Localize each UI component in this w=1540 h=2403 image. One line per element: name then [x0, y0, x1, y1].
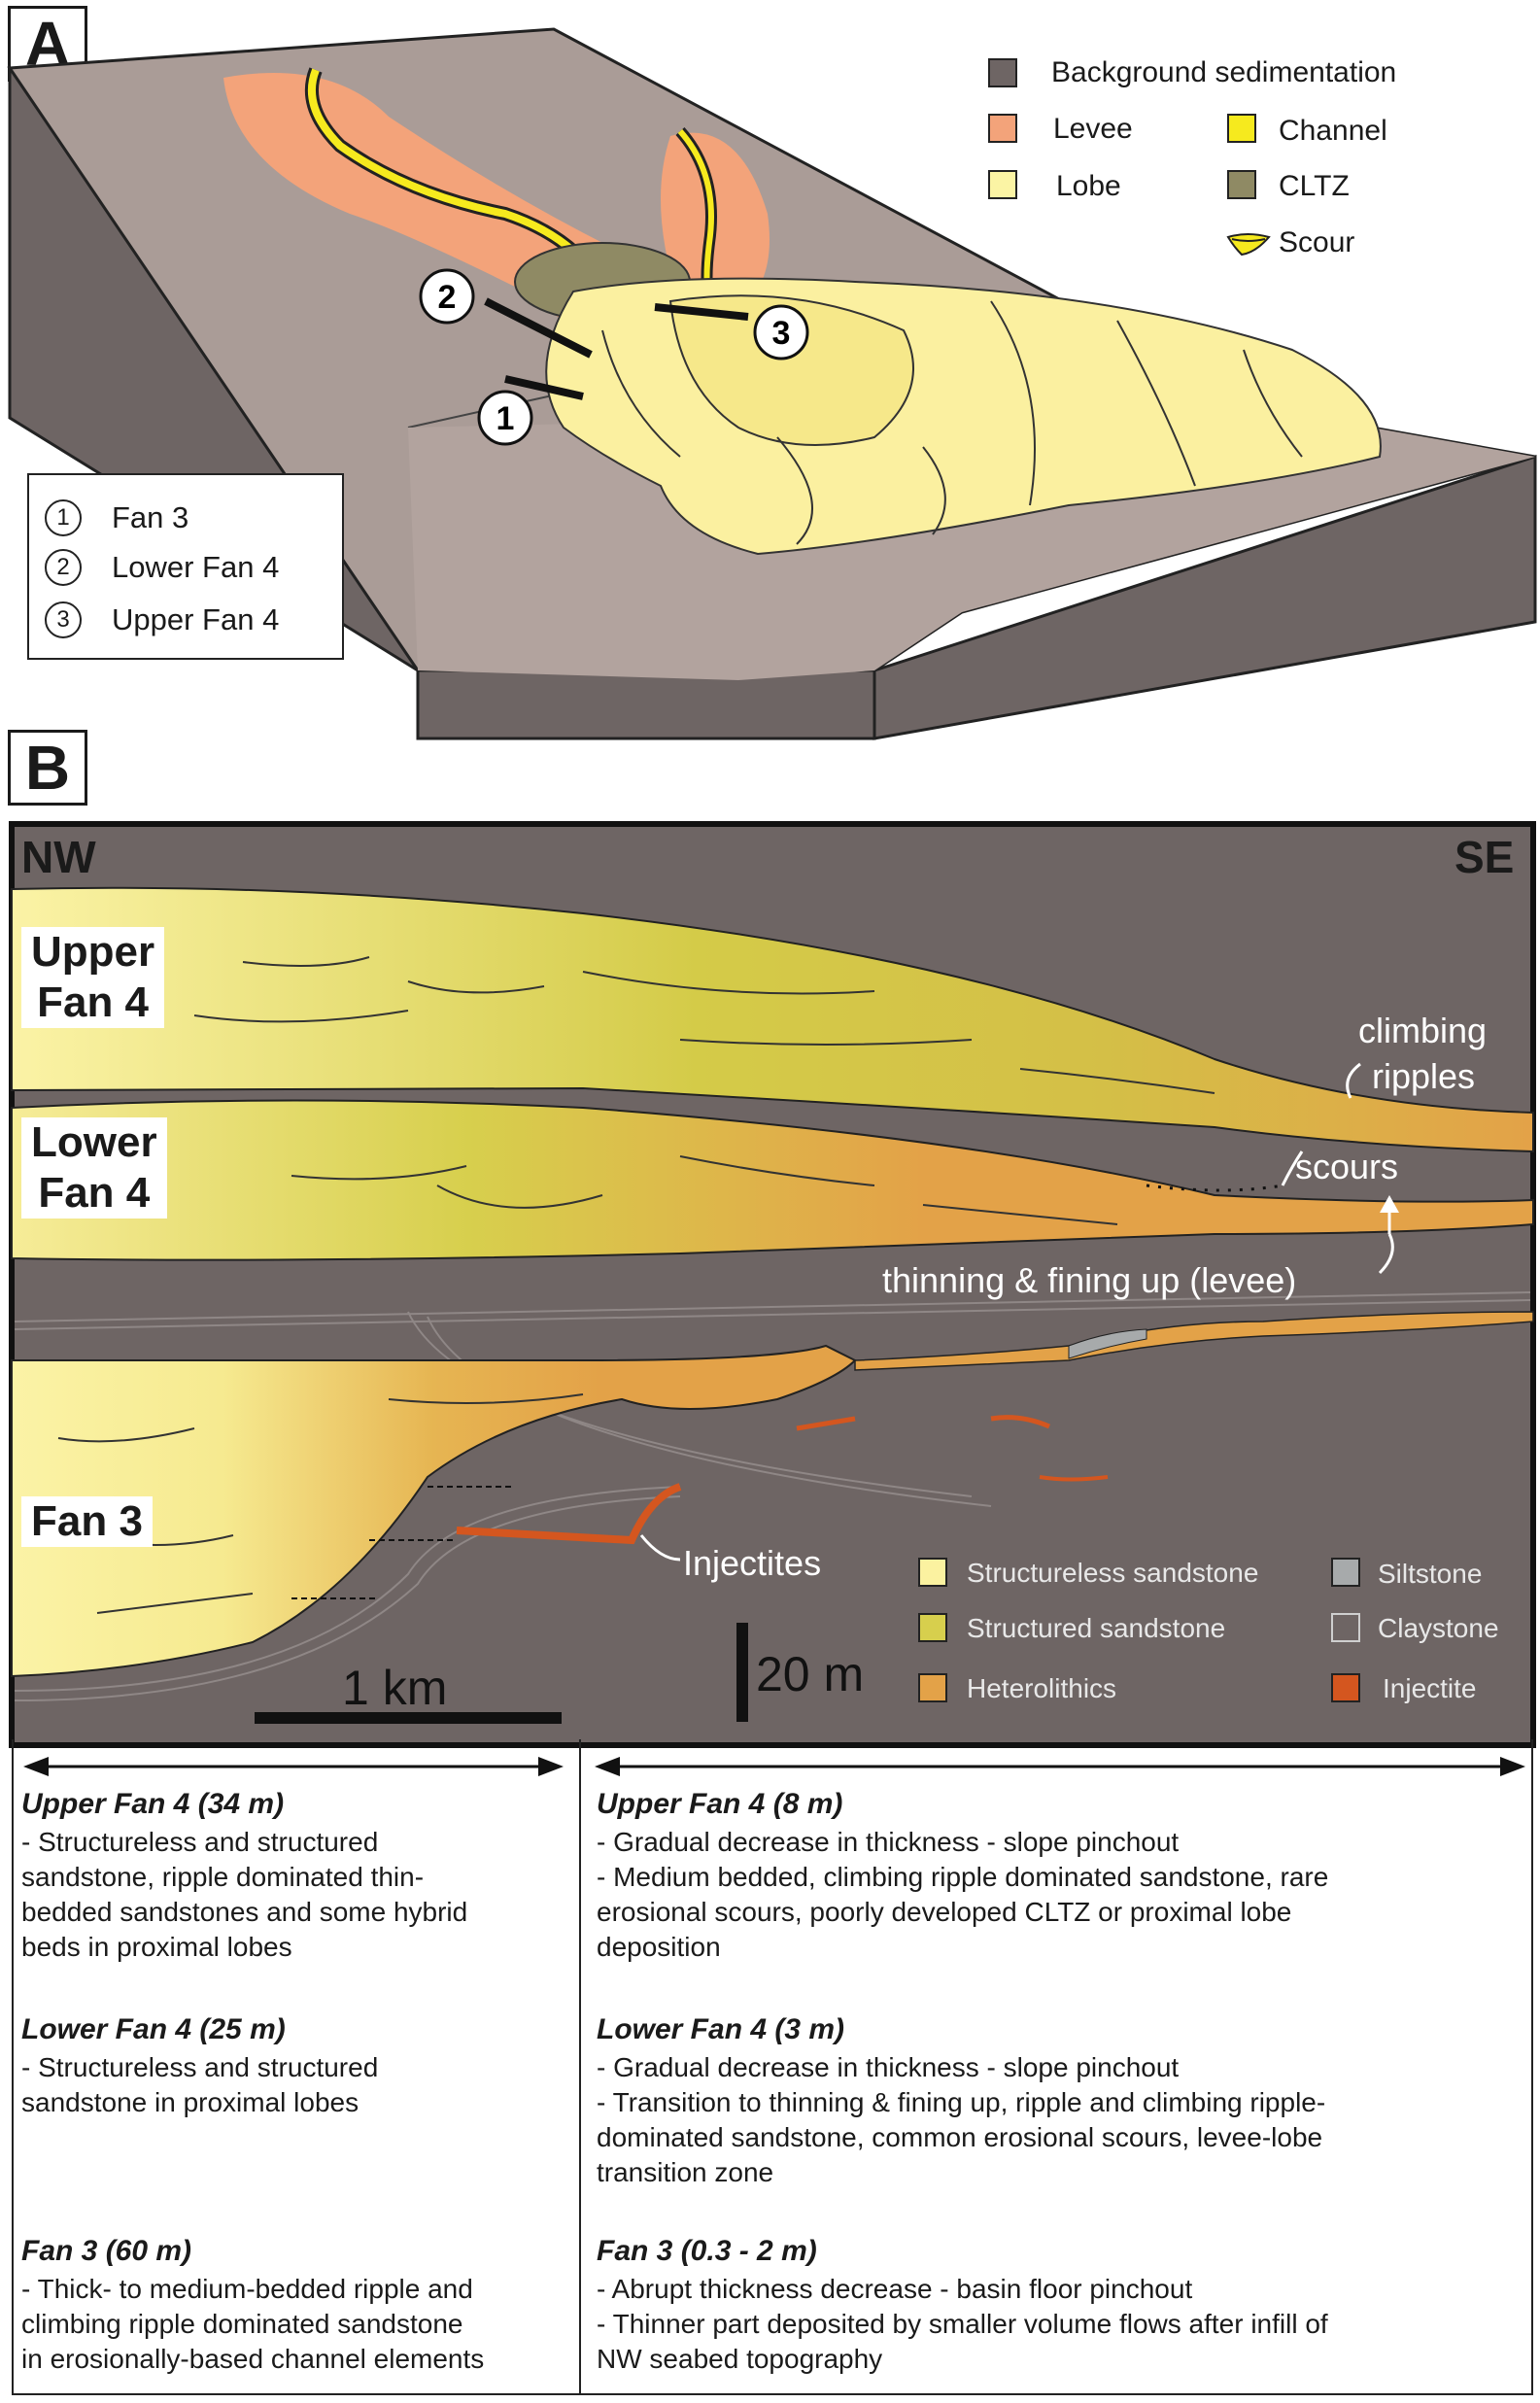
key-label-fan3: Fan 3 — [112, 500, 189, 534]
svg-text:2: 2 — [438, 279, 457, 316]
se-lower-fan4-block: Lower Fan 4 (3 m) - Gradual decrease in … — [597, 2013, 1326, 2187]
se-fan3-block: Fan 3 (0.3 - 2 m) - Abrupt thickness dec… — [597, 2235, 1328, 2374]
legend-label-levee: Levee — [1053, 113, 1133, 145]
scale-label-20m: 20 m — [756, 1647, 865, 1701]
label-upper-fan4: Upper Fan 4 — [21, 927, 165, 1028]
legend-swatch-lobe — [988, 170, 1017, 199]
se-upper-fan4-block: Upper Fan 4 (8 m) - Gradual decrease in … — [597, 1788, 1329, 1962]
legend-swatch-siltstone — [1331, 1558, 1360, 1587]
nw-upper-fan4-block: Upper Fan 4 (34 m) - Structureless and s… — [21, 1788, 468, 1962]
key-circle-3: 3 — [45, 601, 82, 638]
key-label-upper-fan4: Upper Fan 4 — [112, 602, 280, 636]
svg-text:1: 1 — [496, 400, 515, 437]
table-divider — [579, 1739, 581, 2395]
se-label: SE — [1454, 832, 1515, 882]
legend-label-background: Background sedimentation — [1051, 56, 1397, 88]
annot-injectites: Injectites — [683, 1543, 822, 1583]
annot-climbing: climbing — [1358, 1011, 1488, 1050]
annot-ripples: ripples — [1372, 1056, 1476, 1096]
scour-icon — [1226, 233, 1271, 257]
legend-swatch-levee — [988, 114, 1017, 143]
legend-swatch-structured — [918, 1613, 947, 1642]
nw-label: NW — [21, 832, 96, 882]
marker-3: 3 — [753, 304, 809, 360]
legend-swatch-background — [988, 58, 1017, 87]
nw-lower-fan4-block: Lower Fan 4 (25 m) - Structureless and s… — [21, 2013, 379, 2117]
key-label-lower-fan4: Lower Fan 4 — [112, 550, 280, 584]
legend-label-injectite: Injectite — [1383, 1673, 1477, 1703]
legend-swatch-claystone — [1331, 1613, 1360, 1642]
legend-label-siltstone: Siltstone — [1378, 1559, 1483, 1589]
legend-swatch-cltz — [1227, 170, 1256, 199]
nw-fan3-block: Fan 3 (60 m) - Thick- to medium-bedded r… — [21, 2235, 485, 2374]
legend-swatch-heterolithics — [918, 1673, 947, 1702]
marker-2: 2 — [419, 268, 475, 325]
legend-label-channel: Channel — [1279, 115, 1387, 147]
annot-thinning: thinning & fining up (levee) — [882, 1260, 1297, 1300]
scale-label-1km: 1 km — [342, 1661, 448, 1715]
label-lower-fan4: Lower Fan 4 — [21, 1117, 167, 1219]
description-table — [12, 1739, 1533, 2395]
legend-label-scour: Scour — [1279, 226, 1355, 258]
legend-swatch-channel — [1227, 114, 1256, 143]
legend-swatch-structureless — [918, 1558, 947, 1587]
block-diagram: 2 1 3 — [7, 27, 1537, 740]
svg-text:3: 3 — [772, 315, 791, 352]
label-fan3: Fan 3 — [21, 1496, 153, 1547]
legend-label-structured: Structured sandstone — [967, 1613, 1226, 1643]
extent-arrows — [23, 1757, 1525, 1776]
legend-label-claystone: Claystone — [1378, 1613, 1499, 1643]
legend-label-structureless: Structureless sandstone — [967, 1558, 1259, 1588]
legend-label-cltz: CLTZ — [1279, 170, 1350, 202]
legend-label-lobe: Lobe — [1056, 170, 1121, 202]
marker-1: 1 — [477, 390, 533, 446]
legend-swatch-injectite — [1331, 1673, 1360, 1702]
annot-scours: scours — [1295, 1147, 1399, 1186]
key-circle-1: 1 — [45, 499, 82, 536]
key-circle-2: 2 — [45, 549, 82, 586]
legend-label-heterolithics: Heterolithics — [967, 1673, 1117, 1703]
cross-section — [9, 821, 1536, 1748]
panel-b-label: B — [8, 730, 87, 806]
